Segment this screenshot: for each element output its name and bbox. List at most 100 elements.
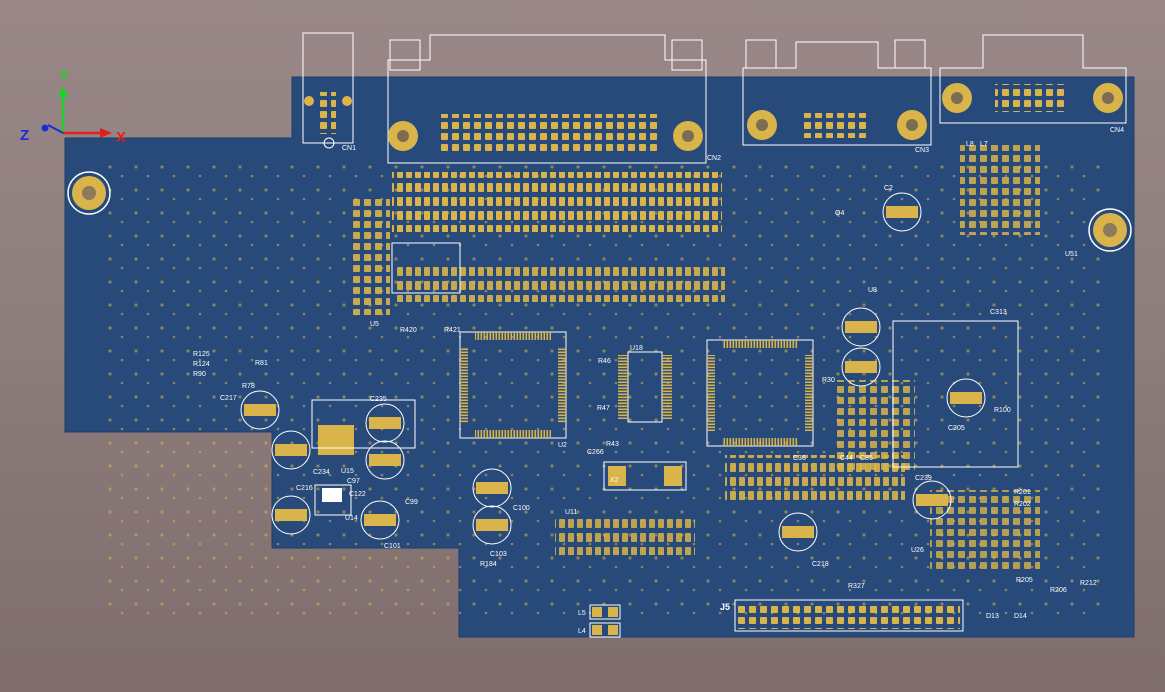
svg-text:R421: R421 [444,327,461,334]
cn1-label: CN1 [342,145,356,152]
svg-text:R420: R420 [400,327,417,334]
svg-text:C122: C122 [349,491,366,498]
svg-text:R212: R212 [1080,580,1097,587]
capacitor-top-pair[interactable] [841,307,881,387]
svg-text:C216: C216 [296,485,313,492]
svg-text:R205: R205 [1016,577,1033,584]
svg-text:D14: D14 [1014,613,1027,620]
svg-text:R30: R30 [822,377,835,384]
capacitor-c97[interactable]: C97 [347,440,405,485]
svg-text:R81: R81 [255,360,268,367]
cn4-label: CN4 [1110,127,1124,134]
svg-text:R46: R46 [598,358,611,365]
svg-text:C218: C218 [812,561,829,568]
connector-cn3[interactable]: CN3 [742,39,932,154]
axis-y-label: Y [59,67,69,84]
svg-text:C101: C101 [384,543,401,550]
svg-text:U11: U11 [565,509,577,516]
j5-label: J5 [720,602,730,612]
svg-text:R43: R43 [606,441,619,448]
svg-text:D13: D13 [986,613,999,620]
axis-z-label: Z [20,127,29,144]
silk-frame-left-buttons [391,242,461,294]
axis-x-label: X [116,129,126,146]
capacitor-c239[interactable]: C239 [912,475,952,520]
capacitor-c103[interactable]: C103 [472,505,512,558]
svg-text:C313: C313 [990,309,1007,316]
svg-text:R202: R202 [1014,501,1031,508]
svg-text:R124: R124 [193,361,210,368]
connector-cn2[interactable]: CN2 [387,34,721,164]
component-array-right [960,145,1040,235]
svg-text:L5: L5 [578,610,586,617]
capacitor-c305[interactable]: C305 [946,378,986,432]
svg-text:C239: C239 [915,475,932,482]
component-array-bottom-mid [555,515,695,555]
svg-text:U15: U15 [341,468,354,475]
qfp-chip-u2[interactable]: U2 [459,331,567,449]
header-j5[interactable]: J5 [720,599,964,632]
inductor-l5[interactable]: L5 [578,604,621,620]
component-array-mid [395,262,725,302]
capacitor-c217[interactable]: C217 [220,390,280,430]
svg-text:C2: C2 [884,185,893,192]
svg-text:C266: C266 [587,449,604,456]
svg-text:R125: R125 [193,351,210,358]
qfp-chip-main[interactable] [706,339,814,447]
mounting-hole-left [67,171,111,215]
crystal-x2[interactable]: X2 [603,461,687,491]
svg-text:U14: U14 [345,515,358,522]
component-array-left [350,195,390,315]
svg-text:C99: C99 [405,499,418,506]
svg-text:R47: R47 [597,405,610,412]
cn2-label: CN2 [707,155,721,162]
svg-text:C36: C36 [793,455,806,462]
regulator-u14[interactable]: U14 [314,484,358,522]
connector-cn1[interactable]: CN1 [302,32,356,152]
svg-text:C103: C103 [490,551,507,558]
cn3-label: CN3 [915,147,929,154]
svg-text:L4: L4 [578,628,586,635]
regulator-u15[interactable]: U15 [318,425,354,475]
svg-text:L7: L7 [980,141,988,148]
silk-frame-right-block [892,320,1019,468]
capacitor-c216[interactable]: C216 [271,485,313,535]
svg-text:C44: C44 [840,455,853,462]
svg-text:R201: R201 [1014,489,1031,496]
svg-text:R100: R100 [994,407,1011,414]
ic-u18[interactable]: U18 [618,345,672,423]
svg-text:C217: C217 [220,395,237,402]
capacitor-c218[interactable]: C218 [778,512,829,568]
svg-text:R206: R206 [1050,587,1067,594]
svg-text:R327: R327 [848,583,865,590]
capacitor-c2[interactable]: C2 [882,185,922,232]
svg-text:R184: R184 [480,561,497,568]
svg-text:U2: U2 [558,442,567,449]
svg-text:U18: U18 [630,345,643,352]
svg-text:U51: U51 [1065,251,1078,258]
svg-text:Q4: Q4 [835,210,844,217]
silk-frame-power-block [311,399,416,449]
svg-text:L8: L8 [966,141,974,148]
axis-gizmo: Y X Z [20,67,126,146]
svg-text:U8: U8 [868,287,877,294]
svg-text:R78: R78 [242,383,255,390]
svg-text:C97: C97 [347,478,360,485]
svg-text:C85: C85 [860,455,873,462]
connector-cn4[interactable]: CN4 [939,34,1127,134]
inductor-l4[interactable]: L4 [578,622,621,638]
svg-text:C234: C234 [313,469,330,476]
component-array-bottom [725,455,905,505]
svg-text:C305: C305 [948,425,965,432]
component-array-top [392,172,722,232]
svg-text:U5: U5 [370,321,379,328]
capacitor-c234[interactable]: C234 [271,430,330,476]
capacitor-c100[interactable]: C100 [472,468,530,512]
mounting-hole-right [1088,208,1132,252]
svg-text:C100: C100 [513,505,530,512]
capacitor-c101[interactable]: C101 [360,500,401,550]
component-array-bottom-right [930,490,1040,570]
svg-text:U26: U26 [911,547,924,554]
